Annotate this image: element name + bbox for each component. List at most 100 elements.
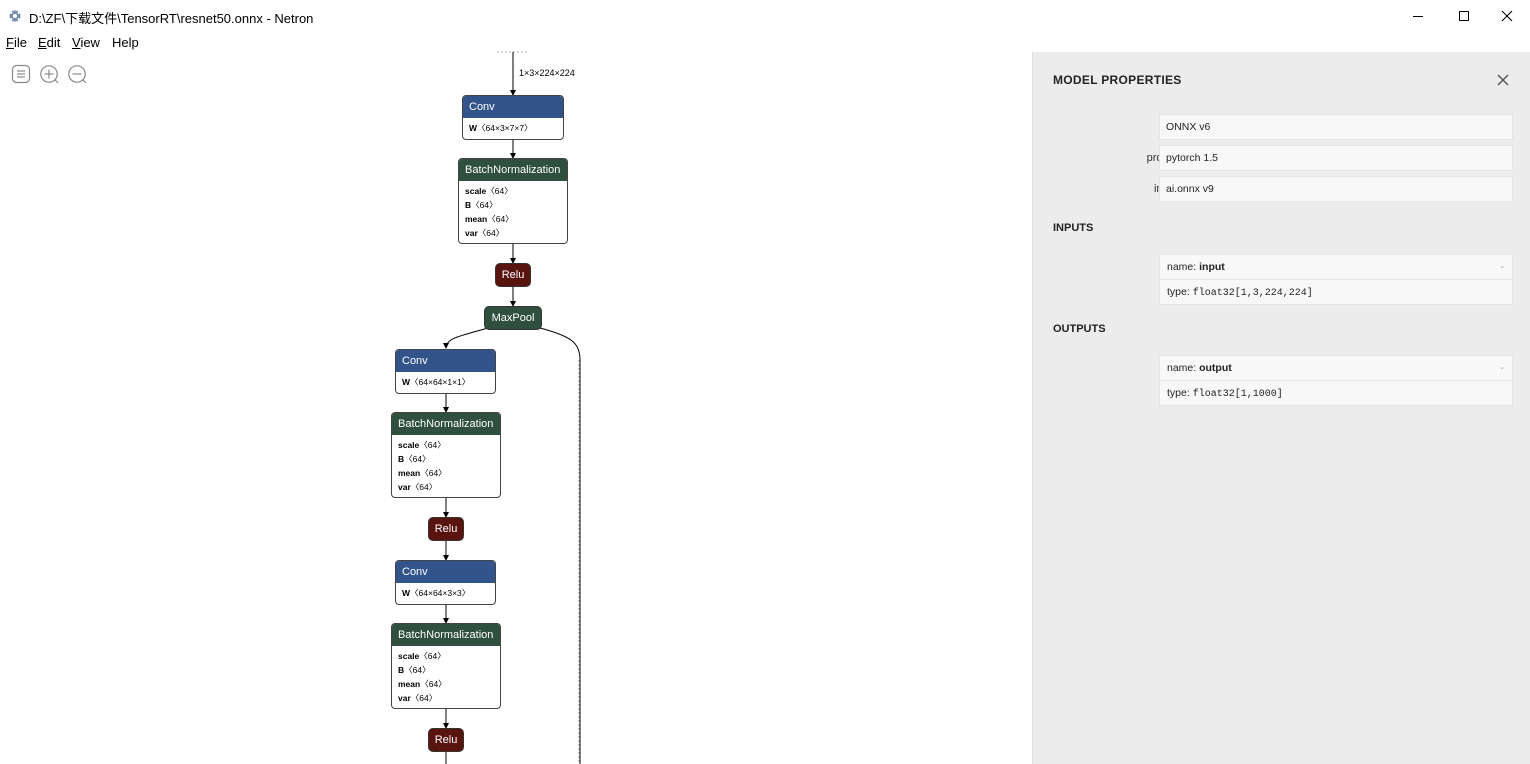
node-attributes: W〈64×64×3×3〉 [396, 583, 495, 602]
attr-name: mean [398, 468, 421, 478]
expand-toggle[interactable]: - [1500, 362, 1505, 374]
node-batchnorm-1[interactable]: BatchNormalization scale〈64〉 B〈64〉 mean〈… [458, 158, 568, 244]
attr-shape: 〈64〉 [477, 228, 505, 238]
minimize-icon [1413, 16, 1423, 17]
prop-imports-value[interactable]: ai.onnx v9 [1159, 176, 1513, 202]
graph-edges [443, 51, 581, 764]
prop-format-value[interactable]: ONNX v6 [1159, 114, 1513, 140]
node-relu-1[interactable]: Relu [495, 263, 531, 287]
node-attributes: scale〈64〉 B〈64〉 mean〈64〉 var〈64〉 [392, 646, 500, 707]
panel-close-icon[interactable] [1496, 73, 1510, 87]
menu-bar: File Edit View Help [0, 32, 1030, 54]
attr-name: var [398, 482, 411, 492]
attr-name: B [398, 665, 405, 675]
input-name: input [1199, 261, 1225, 273]
window-title: D:\ZF\下载文件\TensorRT\resnet50.onnx - Netr… [29, 11, 314, 26]
attr-row: B〈64〉 [465, 198, 561, 212]
attr-row: scale〈64〉 [465, 184, 561, 198]
attr-row: mean〈64〉 [398, 466, 494, 480]
zoom-in-button[interactable] [39, 64, 59, 84]
zoom-out-button[interactable] [67, 64, 87, 84]
node-title: Conv [396, 350, 495, 372]
output-type-row: type: float32[1,1000] [1160, 380, 1512, 405]
attr-shape: 〈64×3×7×7〉 [477, 123, 533, 133]
input-edge-label: 1×3×224×224 [519, 68, 575, 78]
node-attributes: W〈64×64×1×1〉 [396, 372, 495, 391]
attr-row: mean〈64〉 [465, 212, 561, 226]
attr-row: scale〈64〉 [398, 438, 494, 452]
node-conv-3[interactable]: Conv W〈64×64×3×3〉 [395, 560, 496, 605]
attr-shape: 〈64〉 [471, 200, 498, 210]
name-prefix: name: [1167, 261, 1200, 273]
name-prefix: name: [1167, 362, 1200, 374]
menu-edit-label: dit [46, 35, 61, 50]
node-title: BatchNormalization [459, 159, 567, 181]
output-value-box[interactable]: name: output - type: float32[1,1000] [1159, 355, 1513, 406]
menu-view-label: iew [80, 35, 100, 50]
node-title: Relu [434, 734, 458, 746]
sidebar-toggle-button[interactable] [11, 64, 31, 84]
menu-help[interactable]: Help [112, 35, 139, 50]
panel-title: MODEL PROPERTIES [1053, 73, 1182, 87]
input-value-box[interactable]: name: input - type: float32[1,3,224,224] [1159, 254, 1513, 305]
menu-file[interactable]: File [6, 35, 27, 50]
node-attributes: W〈64×3×7×7〉 [463, 118, 563, 137]
attr-row: var〈64〉 [398, 691, 494, 705]
attr-name: scale [398, 651, 420, 661]
attr-shape: 〈64〉 [486, 186, 513, 196]
title-bar: D:\ZF\下载文件\TensorRT\resnet50.onnx - Netr… [0, 0, 1530, 32]
output-name: output [1199, 362, 1232, 374]
node-relu-2[interactable]: Relu [428, 517, 464, 541]
node-maxpool[interactable]: MaxPool [484, 306, 542, 330]
attr-shape: 〈64×64×1×1〉 [410, 377, 471, 387]
attr-shape: 〈64〉 [420, 679, 447, 689]
attr-shape: 〈64×64×3×3〉 [410, 588, 471, 598]
attr-shape: 〈64〉 [410, 482, 438, 492]
attr-row: scale〈64〉 [398, 649, 494, 663]
node-title: Conv [463, 96, 563, 118]
attr-row: var〈64〉 [465, 226, 561, 240]
node-title: Relu [434, 523, 458, 535]
expand-toggle[interactable]: - [1500, 261, 1505, 273]
attr-shape: 〈64〉 [419, 440, 446, 450]
menu-file-label: ile [13, 35, 27, 50]
minimize-button[interactable] [1395, 0, 1441, 32]
input-type-row: type: float32[1,3,224,224] [1160, 279, 1512, 304]
node-title: BatchNormalization [392, 624, 500, 646]
prop-producer-value[interactable]: pytorch 1.5 [1159, 145, 1513, 171]
attr-name: W [469, 123, 478, 133]
close-icon [1501, 10, 1513, 22]
node-title: Relu [501, 269, 525, 281]
attr-shape: 〈64〉 [404, 665, 431, 675]
menu-view[interactable]: View [72, 35, 100, 50]
node-relu-3[interactable]: Relu [428, 728, 464, 752]
zoom-in-icon [40, 65, 59, 84]
attr-shape: 〈64〉 [420, 468, 447, 478]
maximize-button[interactable] [1441, 0, 1487, 32]
close-window-button[interactable] [1484, 0, 1530, 32]
node-conv-1[interactable]: Conv W〈64×3×7×7〉 [462, 95, 564, 140]
output-name-row: name: output - [1160, 356, 1512, 380]
node-batchnorm-2[interactable]: BatchNormalization scale〈64〉 B〈64〉 mean〈… [391, 412, 501, 498]
attr-shape: 〈64〉 [487, 214, 514, 224]
menu-view-accel: V [72, 35, 81, 50]
attr-shape: 〈64〉 [410, 693, 438, 703]
menu-edit[interactable]: Edit [38, 35, 60, 50]
input-type: float32[1,3,224,224] [1192, 288, 1313, 299]
attr-shape: 〈64〉 [419, 651, 446, 661]
node-batchnorm-3[interactable]: BatchNormalization scale〈64〉 B〈64〉 mean〈… [391, 623, 501, 709]
model-properties-panel: MODEL PROPERTIES format ONNX v6 producer… [1032, 52, 1530, 764]
input-name-row: name: input - [1160, 255, 1512, 279]
attr-row: var〈64〉 [398, 480, 494, 494]
menu-help-label: Help [112, 35, 139, 50]
menu-file-accel: F [6, 35, 14, 50]
attr-row: mean〈64〉 [398, 677, 494, 691]
node-attributes: scale〈64〉 B〈64〉 mean〈64〉 var〈64〉 [392, 435, 500, 496]
menu-edit-accel: E [38, 35, 47, 50]
outputs-section-title: OUTPUTS [1053, 323, 1106, 335]
attr-name: mean [465, 214, 488, 224]
node-conv-2[interactable]: Conv W〈64×64×1×1〉 [395, 349, 496, 394]
node-title: Conv [396, 561, 495, 583]
maximize-icon [1459, 11, 1469, 21]
output-type: float32[1,1000] [1192, 389, 1283, 400]
